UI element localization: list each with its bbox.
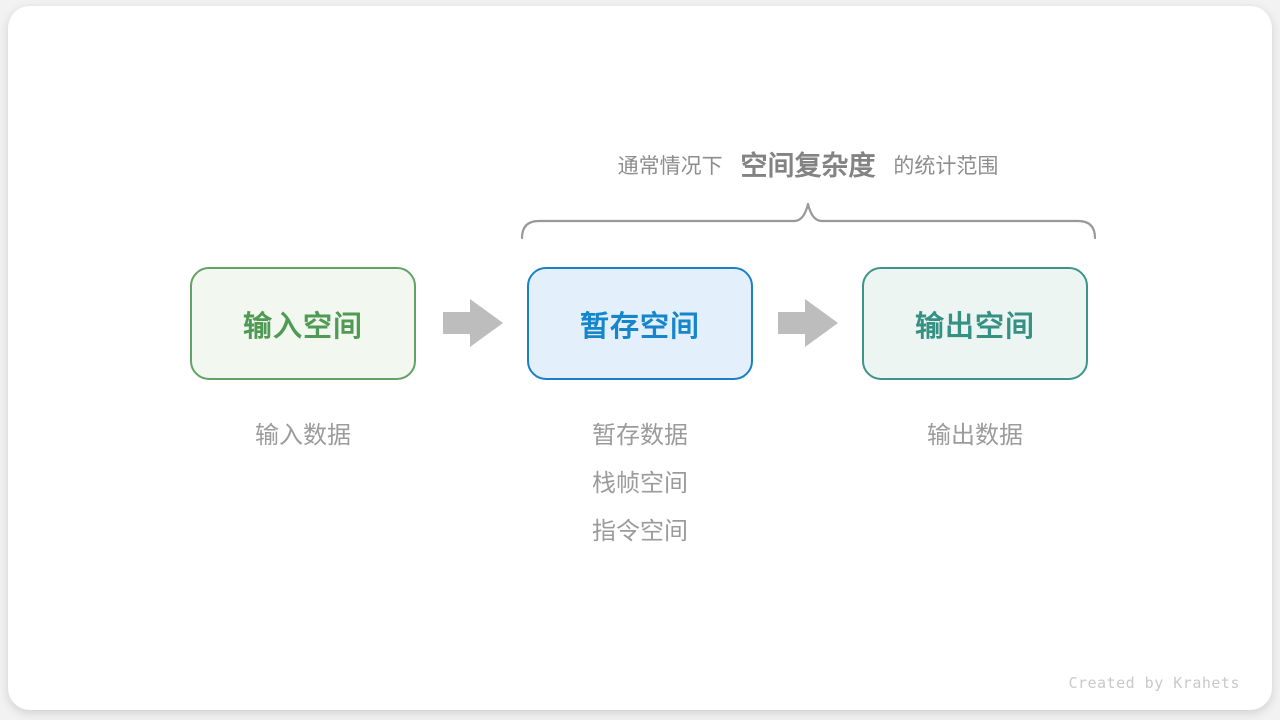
annotation-line: 输入数据 <box>255 422 351 449</box>
scope-title-prefix: 通常情况下 <box>617 155 723 178</box>
input-space-label: 输入空间 <box>242 310 363 343</box>
output-annotations: 输出数据 <box>862 412 1088 460</box>
input-annotations: 输入数据 <box>190 412 416 460</box>
annotation-line: 栈帧空间 <box>592 470 688 497</box>
annotation-line: 输出数据 <box>927 422 1023 449</box>
scope-title: 通常情况下 空间复杂度 的统计范围 <box>408 144 1208 183</box>
input-space-box: 输入空间 <box>190 267 416 380</box>
annotation-line: 暂存数据 <box>592 422 688 449</box>
annotation-line: 指令空间 <box>592 518 688 545</box>
scope-title-suffix: 的统计范围 <box>893 155 999 178</box>
credit-text: Created by Krahets <box>1068 674 1240 692</box>
arrow-right-icon <box>778 299 838 347</box>
arrow-right-icon <box>443 299 503 347</box>
temp-space-box: 暂存空间 <box>527 267 753 380</box>
output-space-label: 输出空间 <box>914 310 1035 343</box>
scope-title-emphasis: 空间复杂度 <box>740 151 876 181</box>
temp-space-label: 暂存空间 <box>579 310 700 343</box>
temp-annotations: 暂存数据 栈帧空间 指令空间 <box>527 412 753 556</box>
scope-brace <box>520 202 1097 240</box>
output-space-box: 输出空间 <box>862 267 1088 380</box>
